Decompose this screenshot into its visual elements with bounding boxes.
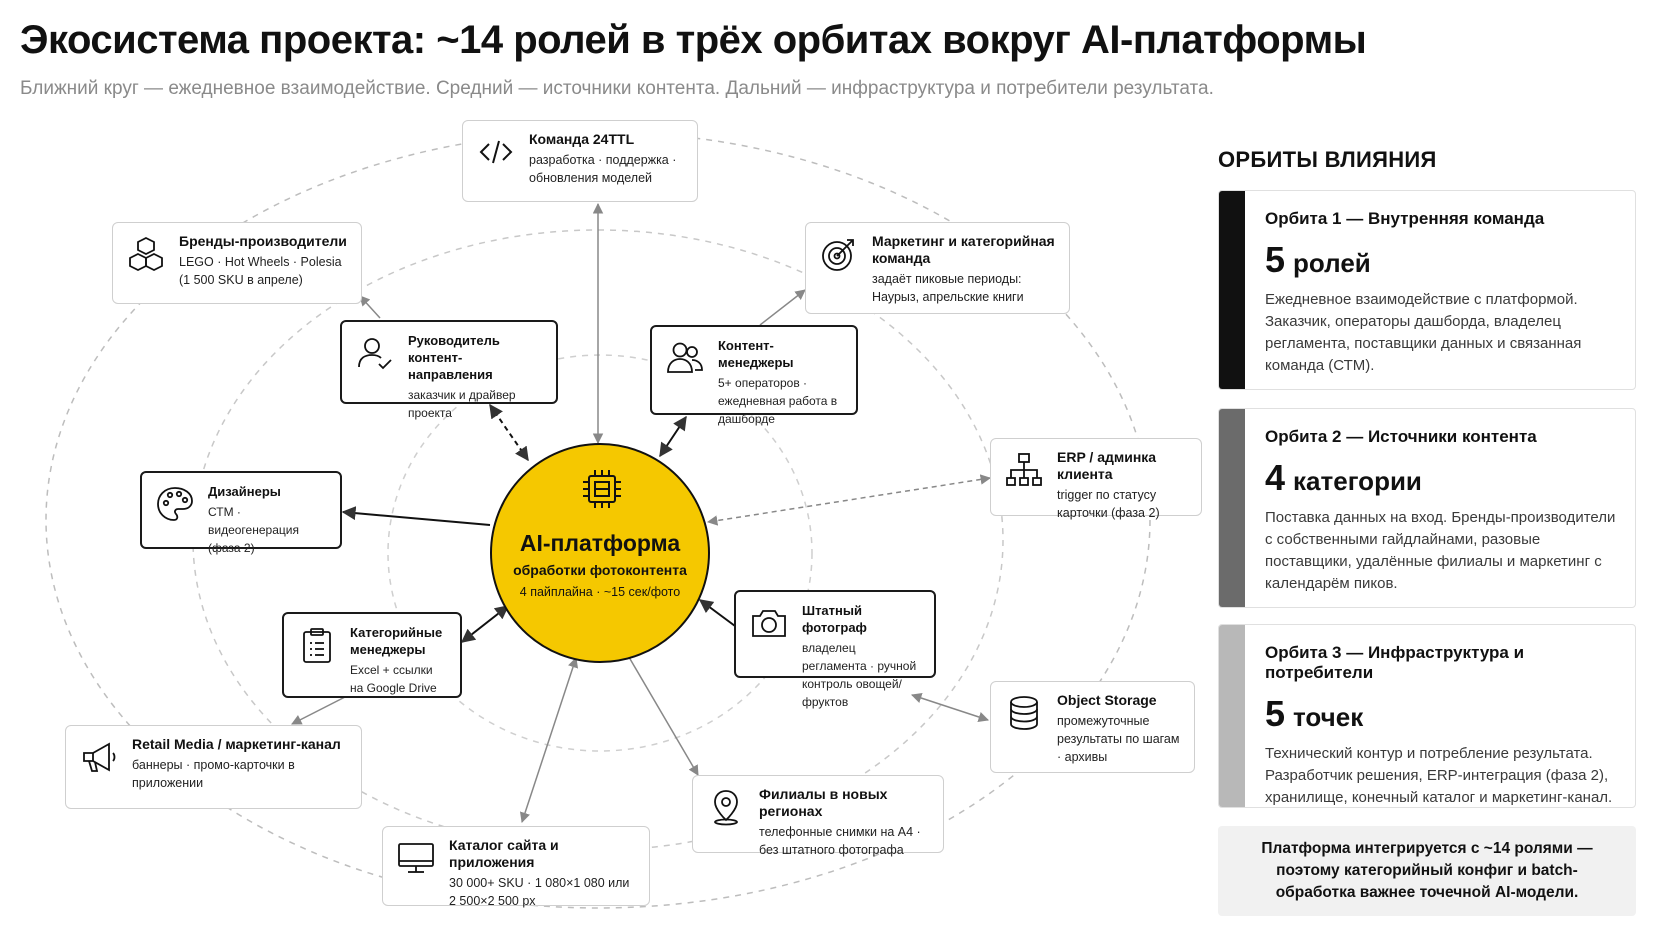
orbit-desc: Ежедневное взаимодействие с платформой. … bbox=[1265, 291, 1582, 374]
link-designers bbox=[341, 506, 491, 526]
hub-title: AI-платформа bbox=[519, 530, 681, 556]
node-title: Команда 24TTL bbox=[529, 131, 635, 147]
node-title: Дизайнеры bbox=[208, 484, 281, 499]
orbit-title: Орбита 2 — Источники контента bbox=[1265, 427, 1537, 446]
link-head-brands bbox=[359, 295, 381, 319]
node-designers[interactable]: Дизайнеры СТМ · видеогенерация (фаза 2) bbox=[140, 471, 342, 555]
link-catalog bbox=[519, 657, 579, 823]
palette-icon bbox=[154, 483, 196, 525]
link-branches bbox=[625, 651, 699, 776]
monitor-icon bbox=[395, 837, 437, 879]
database-icon bbox=[1003, 692, 1045, 734]
node-title: Руководитель контент-направления bbox=[408, 333, 500, 382]
orbit-bar bbox=[1219, 191, 1245, 389]
orbit-count-number: 4 bbox=[1265, 457, 1286, 498]
orbit-title: Орбита 3 — Инфраструктура и потребители bbox=[1265, 643, 1525, 682]
node-desc: заказчик и драйвер проекта bbox=[408, 388, 516, 420]
cubes-icon bbox=[125, 233, 167, 275]
link-erp bbox=[706, 474, 992, 526]
node-brands[interactable]: Бренды-производители LEGO · Hot Wheels ·… bbox=[112, 222, 362, 304]
hub-subtitle: обработки фотоконтента bbox=[513, 562, 687, 578]
orbit-count-number: 5 bbox=[1265, 239, 1286, 280]
node-title: Retail Media / маркетинг-канал bbox=[132, 736, 341, 752]
megaphone-icon bbox=[78, 736, 120, 778]
link-content-marketing bbox=[759, 289, 806, 326]
hub-meta: 4 пайплайна · ~15 сек/фото bbox=[519, 585, 681, 599]
node-object-storage[interactable]: Object Storage промежуточные результаты … bbox=[990, 681, 1195, 773]
node-erp[interactable]: ERP / админка клиента trigger по статусу… bbox=[990, 438, 1202, 520]
clipboard-icon bbox=[296, 624, 338, 666]
node-marketing[interactable]: Маркетинг и категорийная команда задаёт … bbox=[805, 222, 1070, 314]
link-category-retail bbox=[291, 696, 346, 725]
orbit-card-3[interactable]: Орбита 3 — Инфраструктура и потребители … bbox=[1218, 624, 1636, 808]
node-title: Маркетинг и категорийная команда bbox=[872, 233, 1055, 266]
user-check-icon bbox=[354, 332, 396, 374]
link-category-managers bbox=[460, 605, 510, 643]
node-desc: LEGO · Hot Wheels · Polesia (1 500 SKU в… bbox=[179, 255, 342, 287]
node-title: Штатный фотограф bbox=[802, 603, 867, 635]
camera-icon bbox=[748, 602, 790, 644]
node-content-managers[interactable]: Контент-менеджеры 5+ операторов · ежедне… bbox=[650, 325, 858, 426]
orbit-bar bbox=[1219, 409, 1245, 607]
footer-note: Платформа интегрируется с ~14 ролями — п… bbox=[1218, 826, 1636, 916]
node-title: Бренды-производители bbox=[179, 233, 347, 249]
node-desc: владелец регламента · ручной контроль ов… bbox=[802, 641, 917, 709]
orbit-bar bbox=[1219, 625, 1245, 807]
node-retail-media[interactable]: Retail Media / маркетинг-канал баннеры ·… bbox=[65, 725, 362, 809]
users-icon bbox=[664, 337, 706, 379]
node-title: Object Storage bbox=[1057, 692, 1157, 708]
orbit-count-unit: точек bbox=[1293, 702, 1364, 732]
link-head bbox=[489, 403, 529, 462]
pin-icon bbox=[705, 786, 747, 828]
node-branches[interactable]: Филиалы в новых регионах телефонные сним… bbox=[692, 775, 944, 857]
node-photographer[interactable]: Штатный фотограф владелец регламента · р… bbox=[734, 590, 936, 709]
node-desc: 30 000+ SKU · 1 080×1 080 или 2 500×2 50… bbox=[449, 876, 630, 908]
node-desc: Excel + ссылки на Google Drive bbox=[350, 663, 437, 695]
orbit-count-unit: ролей bbox=[1293, 248, 1371, 278]
node-title: ERP / админка клиента bbox=[1057, 449, 1157, 482]
node-title: Каталог сайта и приложения bbox=[449, 837, 559, 870]
orbit-ring-outer bbox=[45, 131, 1151, 909]
node-desc: телефонные снимки на А4 · без штатного ф… bbox=[759, 825, 921, 857]
link-storage bbox=[911, 692, 989, 723]
page-subtitle: Ближний круг — ежедневное взаимодействие… bbox=[20, 78, 1214, 99]
orbit-count-unit: категории bbox=[1293, 466, 1422, 496]
node-desc: 5+ операторов · ежедневная работа в дашб… bbox=[718, 376, 838, 426]
hierarchy-icon bbox=[1003, 449, 1045, 491]
node-desc: разработка · поддержка · обновления моде… bbox=[529, 153, 677, 185]
panel-heading: ОРБИТЫ ВЛИЯНИЯ bbox=[1218, 147, 1437, 172]
node-content-head[interactable]: Руководитель контент-направления заказчи… bbox=[340, 320, 558, 420]
node-category-managers[interactable]: Категорийные менеджеры Excel + ссылки на… bbox=[282, 612, 462, 698]
link-content-managers bbox=[659, 415, 687, 458]
node-desc: промежуточные результаты по шагам · архи… bbox=[1057, 714, 1180, 764]
page-title: Экосистема проекта: ~14 ролей в трёх орб… bbox=[20, 18, 1367, 62]
target-icon bbox=[818, 233, 860, 275]
node-catalog[interactable]: Каталог сайта и приложения 30 000+ SKU ·… bbox=[382, 826, 650, 908]
node-desc: СТМ · видеогенерация (фаза 2) bbox=[208, 505, 299, 555]
node-title: Категорийные менеджеры bbox=[350, 625, 443, 657]
ai-platform-hub[interactable]: AI-платформа обработки фотоконтента 4 па… bbox=[490, 443, 710, 663]
chip-icon bbox=[583, 470, 621, 508]
node-title: Филиалы в новых регионах bbox=[759, 786, 888, 819]
orbit-desc: Поставка данных на вход. Бренды-производ… bbox=[1265, 509, 1616, 592]
orbit-title: Орбита 1 — Внутренняя команда bbox=[1265, 209, 1545, 228]
orbit-ring-middle bbox=[192, 229, 1004, 851]
node-desc: trigger по статусу карточки (фаза 2) bbox=[1057, 488, 1160, 520]
orbit-desc: Технический контур и потребление результ… bbox=[1265, 745, 1613, 806]
node-team-24ttl[interactable]: Команда 24TTL разработка · поддержка · о… bbox=[462, 120, 698, 202]
code-icon bbox=[475, 131, 517, 173]
orbit-count-number: 5 bbox=[1265, 693, 1286, 734]
node-desc: баннеры · промо-карточки в приложении bbox=[132, 758, 295, 790]
link-photographer bbox=[698, 599, 736, 627]
node-desc: задаёт пиковые периоды: Наурыз, апрельск… bbox=[872, 272, 1024, 304]
node-title: Контент-менеджеры bbox=[718, 338, 794, 370]
